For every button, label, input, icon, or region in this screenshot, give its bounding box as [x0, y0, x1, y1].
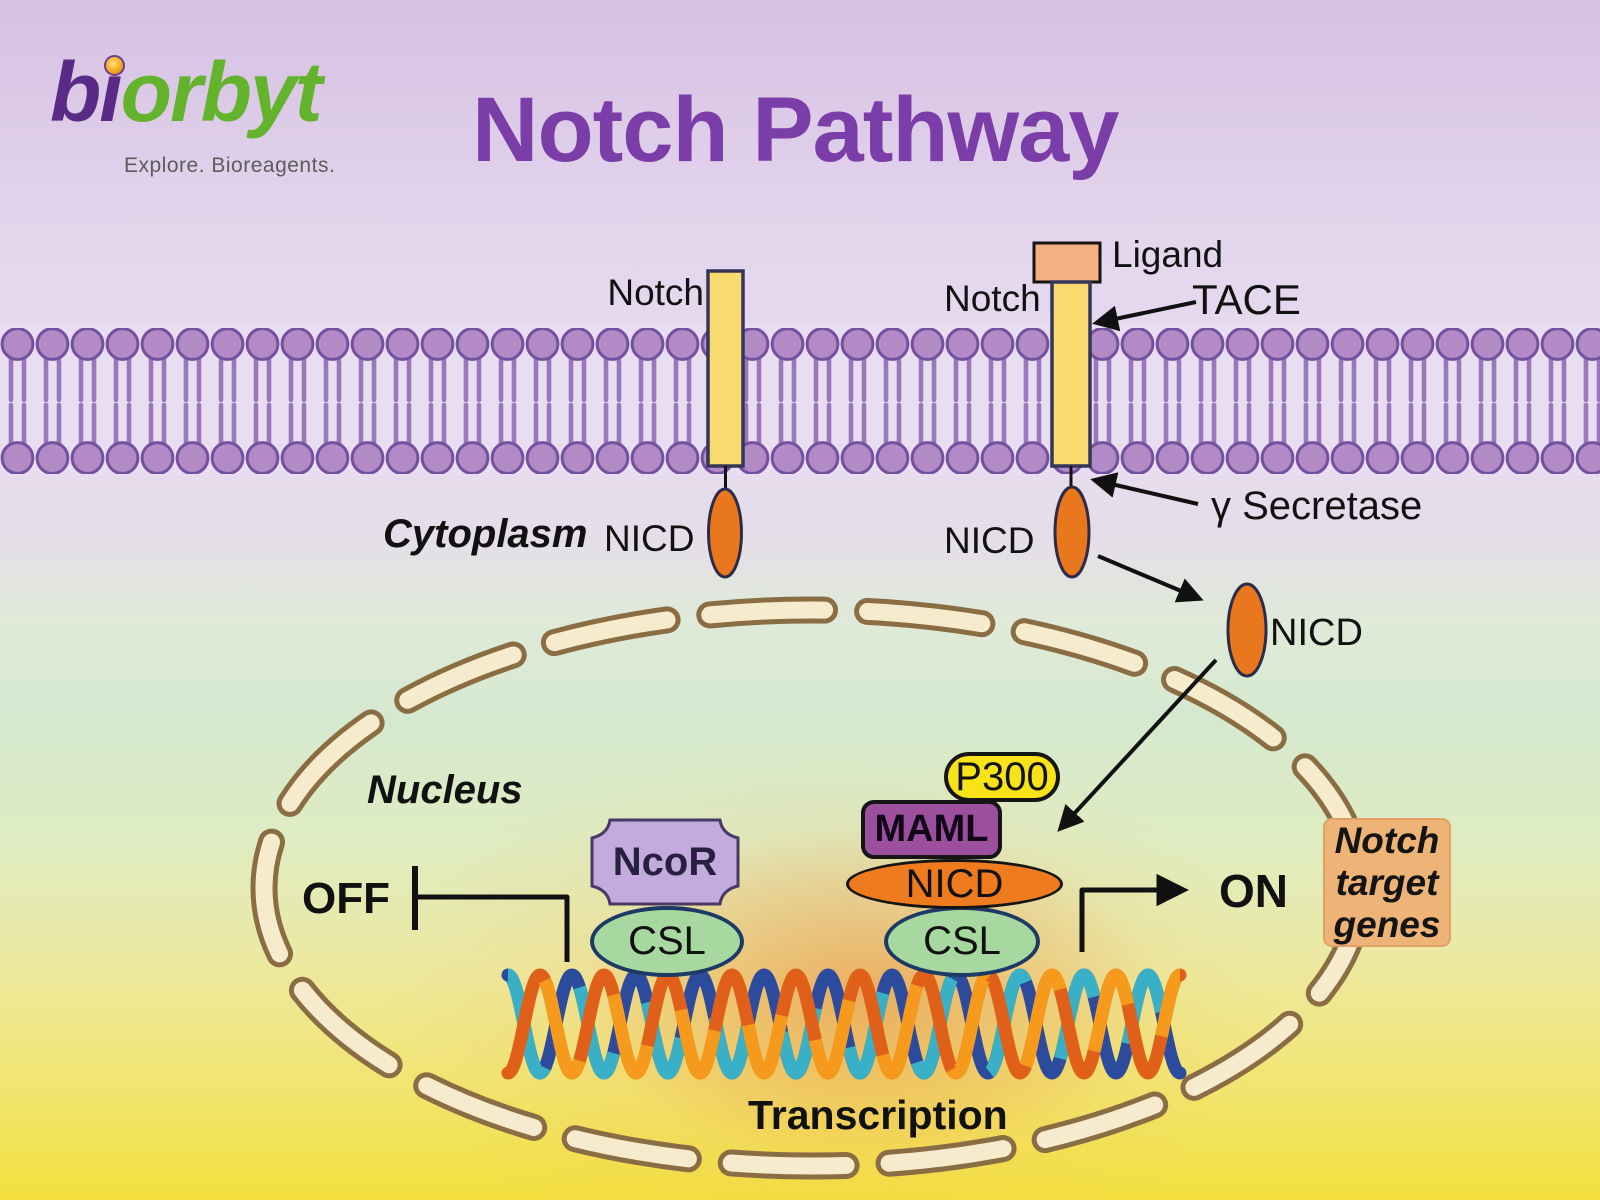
cytoplasm-label: Cytoplasm: [383, 512, 588, 556]
tace-label: TACE: [1192, 276, 1301, 323]
dna-strand-light-orange-overlay: [504, 968, 1184, 1080]
tace-arrow: [1092, 300, 1197, 332]
ligand-label: Ligand: [1112, 234, 1224, 275]
gamma-secretase-arrow: [1090, 472, 1199, 506]
gamma-secretase-label: γ Secretase: [1211, 484, 1423, 528]
off-label: OFF: [302, 874, 390, 923]
ligand-box: [1032, 241, 1102, 284]
target-genes-line-1: Notch: [1334, 819, 1440, 861]
dna-helix: [501, 968, 1187, 1080]
nuclear-envelope: [250, 596, 1374, 1180]
csl-molecule-on: CSL: [884, 906, 1040, 977]
notch-label-left: Notch: [607, 272, 704, 313]
page-title: Notch Pathway: [472, 79, 1119, 181]
nicd-to-nucleus-arrow: [1057, 658, 1218, 832]
nicd-complex-molecule: NICD: [846, 859, 1063, 909]
nicd-free-label: NICD: [1270, 612, 1363, 654]
arrows: [412, 300, 1218, 962]
ncor-molecule-label: NcoR: [612, 839, 718, 884]
on-label: ON: [1219, 865, 1288, 917]
ncor-shape: [590, 818, 740, 906]
nucleus-label: Nucleus: [367, 768, 523, 812]
notch-receptor-left: [706, 269, 745, 579]
csl-molecule-off: CSL: [590, 906, 744, 977]
on-elbow-arrow: [1079, 873, 1189, 952]
nicd-domain-left: [707, 487, 743, 579]
notch-receptor-right: [1032, 241, 1102, 579]
p300-molecule: P300: [944, 752, 1060, 802]
target-genes-line-2: target: [1335, 861, 1439, 903]
off-elbow-line: [417, 894, 570, 962]
nicd-release-arrow: [1097, 554, 1204, 603]
nicd-label-left: NICD: [604, 518, 695, 559]
nicd-label-right: NICD: [944, 520, 1035, 561]
notch-target-genes-box: Notch target genes: [1323, 818, 1451, 947]
plasma-membrane: [0, 324, 1600, 476]
nicd-domain-right: [1053, 485, 1091, 579]
notch-label-right: Notch: [944, 278, 1041, 319]
biorbyt-logo: bıorbyt: [50, 44, 323, 141]
logo-tagline: Explore. Bioreagents.: [124, 154, 336, 177]
maml-molecule: MAML: [861, 800, 1002, 859]
logo-orbit-dot-icon: [104, 55, 125, 76]
nicd-free-shape: [1226, 582, 1268, 678]
logo-text-orbyt: orbyt: [120, 45, 323, 139]
transcription-label: Transcription: [748, 1092, 1008, 1138]
target-genes-line-3: genes: [1333, 903, 1441, 945]
